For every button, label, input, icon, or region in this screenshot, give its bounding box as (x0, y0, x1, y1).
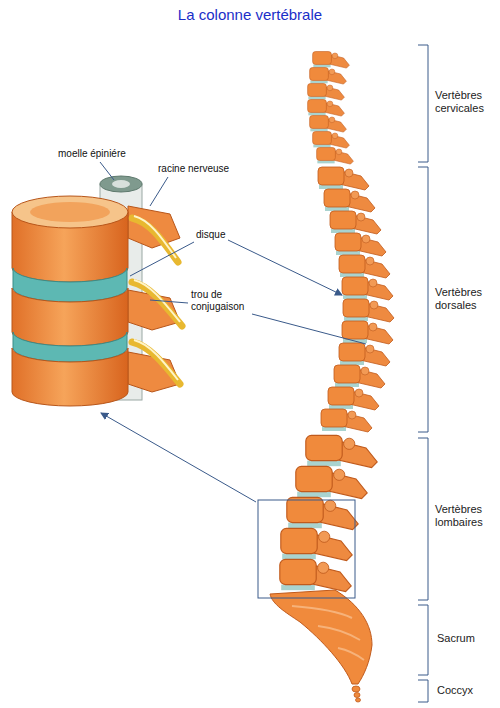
cervical-vertebra (313, 52, 350, 69)
region-label: Sacrum (437, 632, 475, 645)
dorsal-vertebra (321, 409, 372, 432)
sacrum (270, 590, 372, 684)
nerve-root (132, 282, 182, 326)
dorsal-vertebra (318, 167, 369, 190)
part-label: trou de conjugaison (191, 289, 263, 313)
cervical-vertebra (310, 68, 347, 85)
nerve-root-highlight (134, 216, 176, 258)
dorsal-vertebra (324, 189, 375, 212)
leader-line (130, 242, 194, 276)
cervical-vertebra (308, 100, 345, 117)
region-label: Vertèbres cervicales (435, 89, 497, 115)
dorsal-vertebra (339, 255, 390, 278)
spinal-cord-section (100, 176, 142, 192)
lumbar-vertebra (281, 528, 352, 560)
leader-line (100, 162, 114, 180)
intervertebral-disc (13, 268, 127, 302)
dorsal-vertebra (334, 365, 385, 388)
cervical-vertebra (308, 84, 345, 101)
nerve-root-highlight (134, 216, 180, 380)
leader-arrow (228, 240, 342, 295)
leader-line (252, 314, 366, 344)
nerve-root (132, 342, 180, 384)
lumbar-vertebra (306, 435, 377, 467)
part-label: racine nerveuse (158, 163, 229, 175)
nerve-root-highlight (134, 340, 178, 380)
cancellous-bone (30, 202, 110, 222)
region-label: Coccyx (437, 684, 473, 697)
intervertebral-disc (13, 332, 127, 362)
vertebral-endplate (12, 196, 128, 228)
region-brackets (418, 45, 428, 702)
zoom-frame (258, 500, 355, 598)
nerve-root (132, 218, 178, 262)
bracket (418, 605, 428, 675)
bracket (418, 680, 428, 702)
lumbar-vertebra (280, 559, 351, 591)
leader-line (150, 300, 188, 303)
vertebral-body (12, 348, 128, 406)
dorsal-vertebra (342, 321, 393, 344)
diagram-title: La colonne vertébrale (0, 6, 500, 24)
coccyx (352, 686, 360, 692)
vertebral-column (270, 52, 394, 702)
bracket (418, 167, 428, 432)
lumbar-vertebra (296, 466, 367, 498)
coccyx (356, 698, 361, 702)
zoom-arrow (101, 413, 256, 502)
cervical-vertebra (317, 148, 354, 165)
bracket (418, 45, 428, 162)
dorsal-vertebra (330, 211, 381, 234)
dorsal-vertebra (335, 233, 386, 256)
coccyx (354, 693, 360, 698)
cervical-vertebra (310, 116, 347, 133)
region-label: Vertèbres dorsales (435, 286, 497, 312)
dorsal-vertebra (328, 387, 379, 410)
grey-matter (112, 180, 130, 188)
vertebral-bodies (12, 196, 128, 406)
region-label: Vertèbres lombaires (435, 503, 497, 529)
leader-line (150, 177, 168, 206)
bracket (418, 438, 428, 600)
sacrum-segments (292, 606, 364, 660)
dorsal-vertebra (342, 277, 393, 300)
lumbar-vertebra (287, 497, 358, 529)
dorsal-vertebra (343, 299, 394, 322)
part-label: disque (196, 229, 225, 241)
dorsal-vertebra (339, 343, 390, 366)
part-label: moelle épiniére (58, 148, 126, 160)
leader-lines (100, 162, 366, 502)
cervical-vertebra (313, 132, 350, 149)
vertebral-body (12, 288, 128, 346)
